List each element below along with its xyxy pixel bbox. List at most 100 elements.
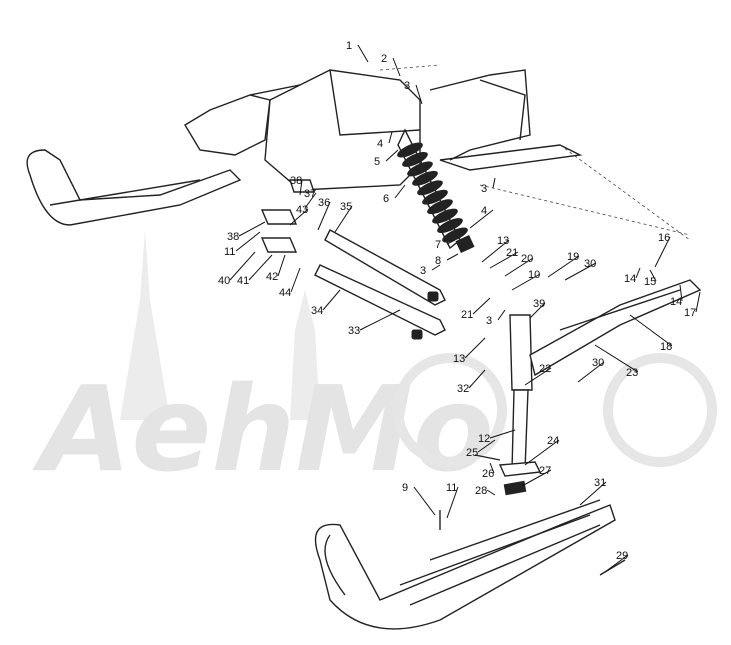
callout-number: 21 [461, 309, 473, 321]
leader-line [446, 253, 459, 261]
leader-line [431, 264, 441, 271]
leader-line [394, 184, 406, 199]
leader-line [492, 177, 496, 189]
callout-38: 38 [227, 221, 266, 243]
callout-5: 5 [374, 149, 399, 168]
leader-line [290, 267, 301, 293]
leader-line [235, 231, 261, 252]
callout-14: 14 [624, 267, 641, 285]
callout-number: 25 [466, 447, 478, 459]
callout-number: 22 [539, 363, 551, 375]
leader-line [489, 251, 519, 269]
callout-43: 43 [289, 204, 309, 226]
callout-number: 38 [227, 231, 239, 243]
callout-44: 44 [279, 267, 301, 299]
callout-17: 17 [684, 291, 701, 319]
callout-3: 3 [481, 177, 496, 195]
callout-number: 11 [224, 246, 235, 258]
callout-6: 6 [383, 184, 406, 205]
callout-number: 14 [670, 296, 682, 308]
leader-line [289, 208, 309, 226]
callout-number: 20 [521, 253, 533, 265]
leader-line [415, 84, 423, 105]
leader-line [489, 429, 516, 439]
callout-12: 12 [478, 429, 516, 445]
callout-number: 26 [482, 468, 494, 480]
radius-rods [260, 179, 446, 340]
callout-number: 41 [237, 275, 249, 287]
leader-line [564, 262, 597, 281]
callout-number: 36 [318, 197, 330, 209]
leader-line [604, 554, 629, 573]
callout-18: 18 [629, 314, 673, 353]
callout-2: 2 [381, 53, 401, 77]
callout-39: 39 [529, 298, 546, 319]
spring-coil [437, 218, 463, 234]
leader-line [594, 344, 639, 373]
callout-number: 35 [340, 201, 352, 213]
spring-coil [402, 151, 428, 167]
leader-line [464, 337, 486, 359]
callout-number: 1 [346, 40, 352, 52]
callout-number: 3 [404, 80, 410, 92]
callout-number: 24 [547, 435, 559, 447]
spring-coil [417, 180, 443, 196]
spring-coil [422, 189, 448, 205]
callout-28: 28 [475, 485, 496, 497]
callout-number: 8 [435, 255, 441, 267]
leader-line [413, 486, 436, 516]
callout-number: 17 [684, 307, 696, 319]
callout-number: 14 [624, 273, 636, 285]
callout-number: 13 [453, 353, 465, 365]
leader-line [472, 297, 491, 315]
callout-37: 37 [304, 188, 317, 209]
callout-number: 4 [377, 138, 383, 150]
callout-14: 14 [670, 284, 683, 308]
callout-7: 7 [435, 239, 456, 251]
callout-number: 2 [381, 53, 387, 65]
callout-number: 9 [402, 482, 408, 494]
leader-line [248, 254, 273, 281]
callout-8: 8 [435, 253, 459, 267]
watermark: AehMo [32, 230, 717, 498]
leader-line [385, 149, 399, 162]
callout-30: 30 [577, 357, 605, 383]
leader-line [317, 201, 331, 231]
callout-number: 42 [266, 271, 278, 283]
callout-40: 40 [218, 251, 256, 287]
leader-line [468, 369, 486, 389]
spring-coil [442, 227, 468, 243]
leader-line [446, 239, 456, 245]
leader-line [477, 439, 496, 453]
ski-spindle [439, 279, 702, 576]
callout-24: 24 [524, 435, 560, 466]
callout-number: 23 [626, 367, 638, 379]
leader-line [524, 439, 560, 466]
callout-number: 21 [506, 247, 518, 259]
callout-number: 7 [435, 239, 441, 251]
callout-41: 41 [237, 254, 273, 287]
callout-25: 25 [466, 439, 496, 459]
callout-number: 3 [420, 265, 426, 277]
callout-number: 18 [660, 341, 672, 353]
callout-number: 15 [644, 276, 656, 288]
spring-coil [427, 199, 453, 215]
leader-line [577, 361, 605, 383]
callout-11: 11 [224, 231, 261, 258]
callout-33: 33 [348, 309, 401, 337]
callout-number: 33 [348, 325, 360, 337]
background-sled-assembly [26, 64, 691, 241]
leader-line [635, 267, 641, 279]
callout-number: 3 [481, 183, 487, 195]
callout-number: 37 [304, 188, 316, 200]
spring-coil [407, 161, 433, 177]
callout-10: 10 [511, 269, 540, 291]
callout-22: 22 [524, 363, 552, 386]
callout-13: 13 [453, 337, 486, 365]
leader-line [469, 209, 494, 229]
svg-text:AehMo: AehMo [32, 360, 494, 498]
callout-34: 34 [311, 289, 341, 317]
ski [314, 499, 616, 630]
leader-line [277, 254, 286, 277]
shock-absorber [397, 128, 475, 254]
